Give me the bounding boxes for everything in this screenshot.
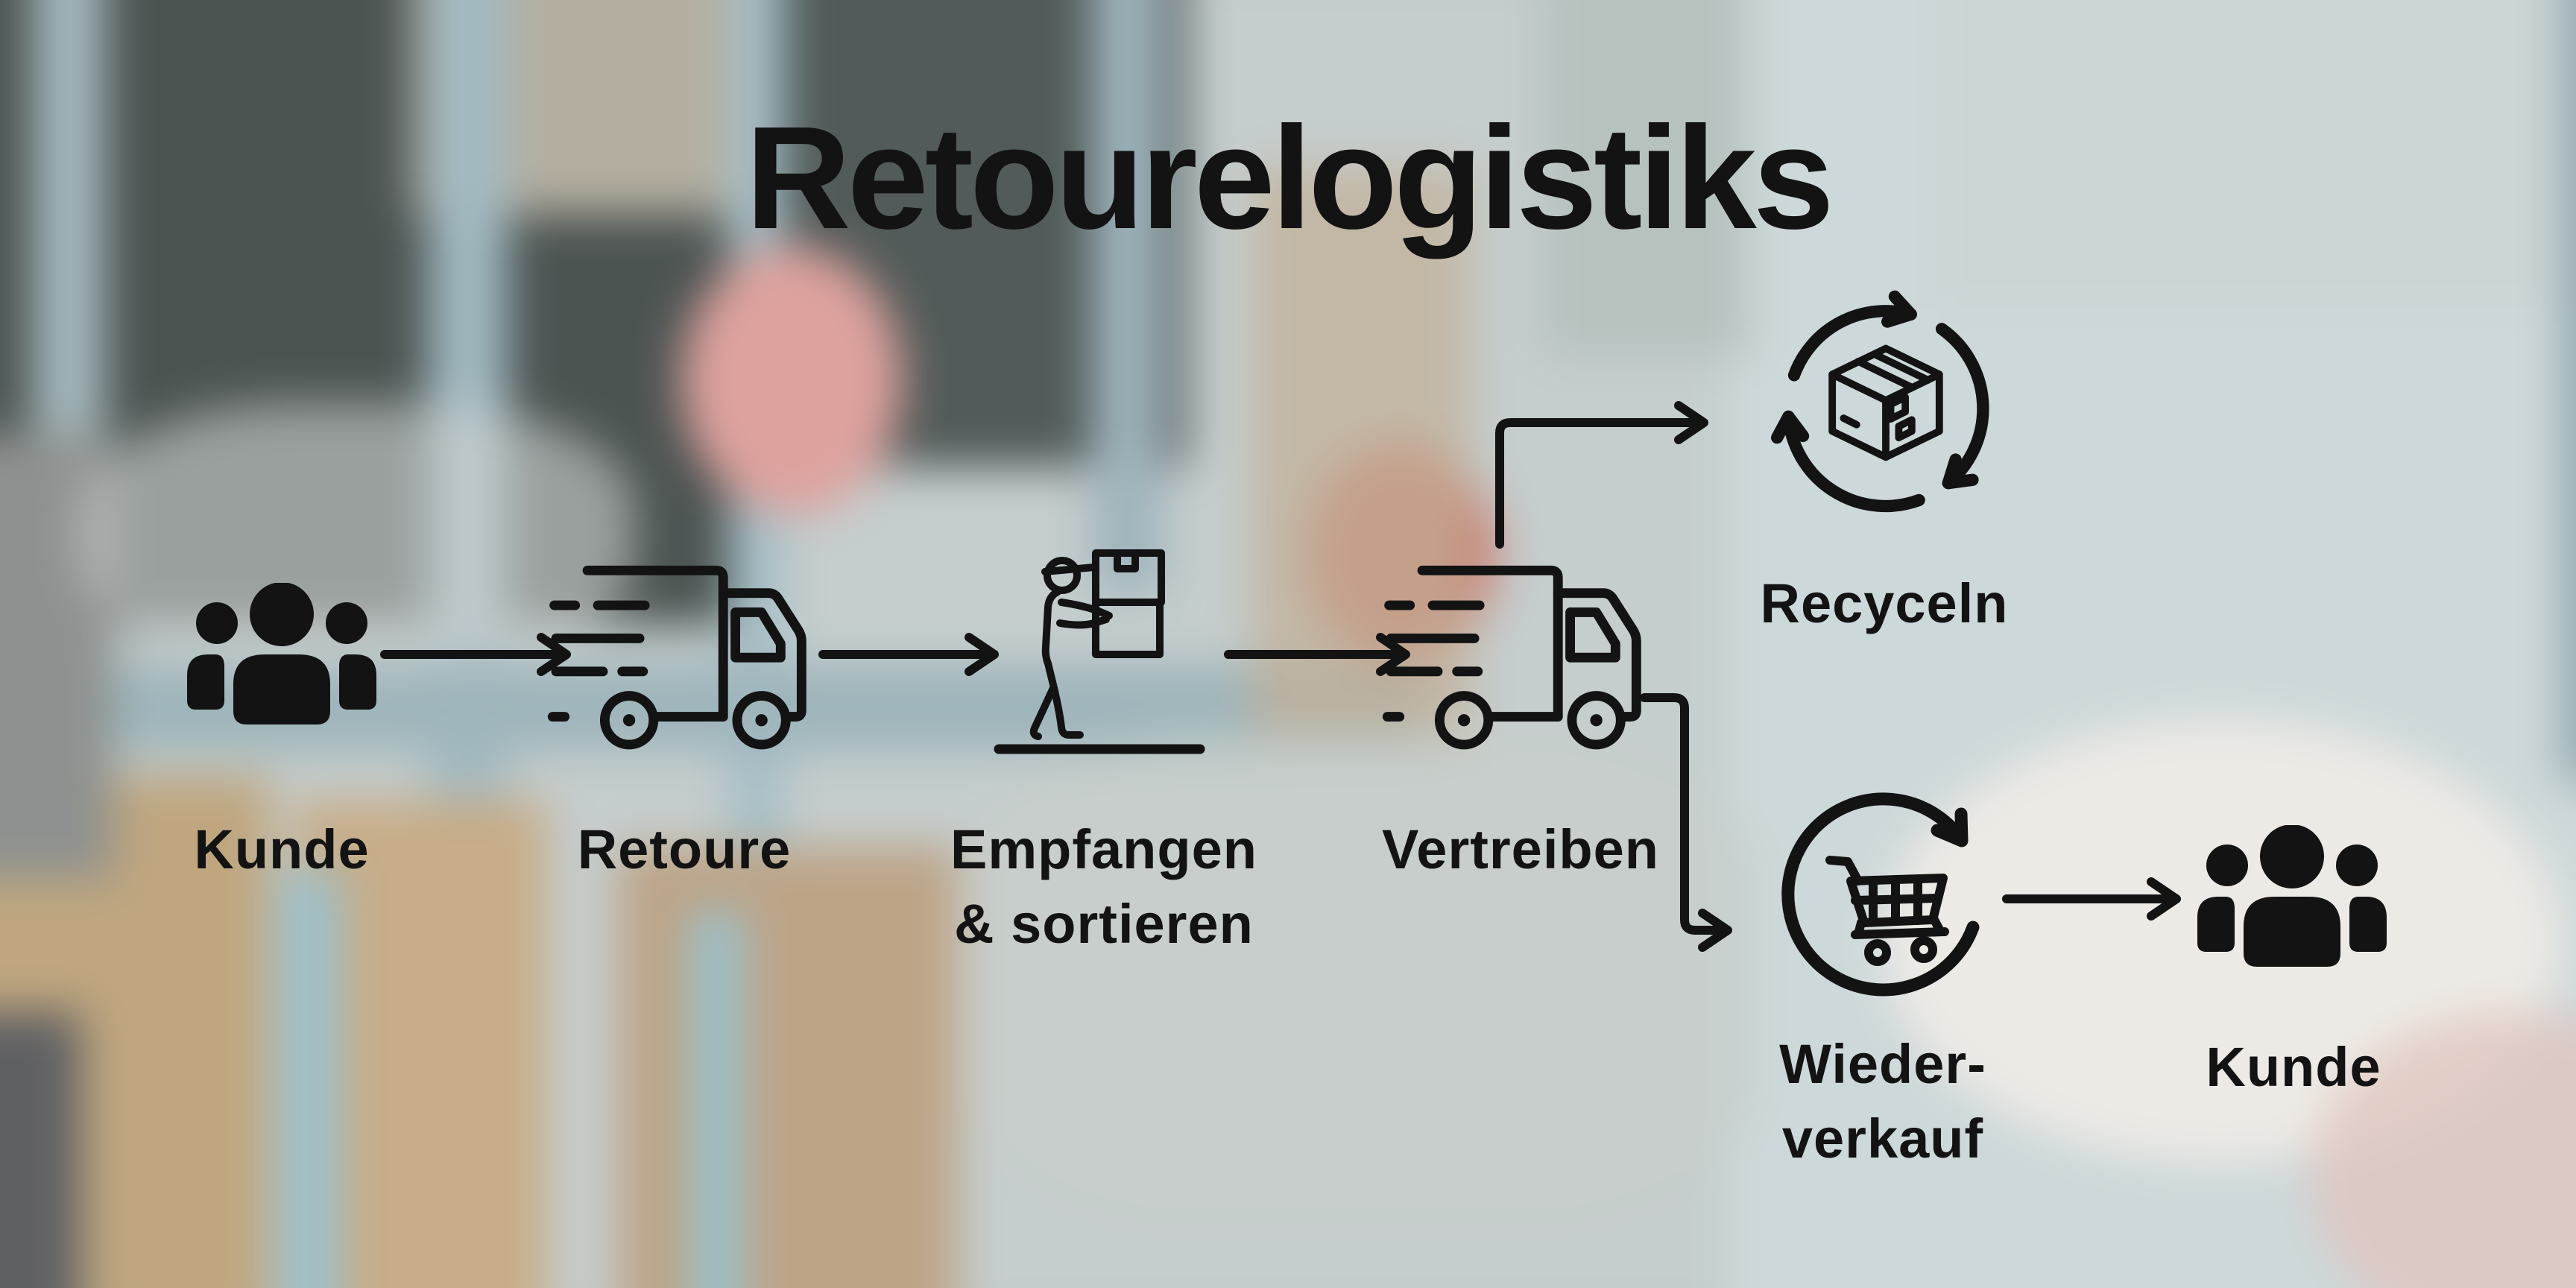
bg-blob [965,735,1756,1226]
users-icon [181,583,382,732]
worker-with-boxes-icon [994,549,1205,754]
bg-blob [681,245,903,515]
node-label-kunde-start: Kunde [194,818,370,880]
bg-blob [278,870,342,1288]
bg-blob [1092,0,1164,594]
node-label-retoure: Retoure [577,818,792,880]
bg-blob [1542,0,1748,357]
node-label-wiederverkauf-line1: Wieder- [1779,1033,1986,1095]
node-label-empfangen-line2: & sortieren [954,893,1254,955]
bg-blob [2561,0,2576,783]
resale-cart-icon [1781,792,1980,997]
node-label-vertreiben: Vertreiben [1382,818,1659,880]
bg-blob [618,846,958,1288]
delivery-truck-icon [542,553,830,771]
node-label-empfangen-line1: Empfangen [950,818,1257,880]
node-label-recyceln: Recyceln [1760,572,2009,634]
bg-blob [1937,0,2576,309]
node-label-wiederverkauf-line2: verkauf [1781,1108,1984,1169]
recycle-package-icon [1771,290,1989,513]
users-icon [2191,825,2393,974]
node-label-kunde-end: Kunde [2206,1036,2381,1098]
bg-blob [0,1011,81,1288]
page-title: Retourelogistiks [745,96,1834,259]
bg-blob [689,909,745,1288]
delivery-truck-icon [1377,553,1664,771]
